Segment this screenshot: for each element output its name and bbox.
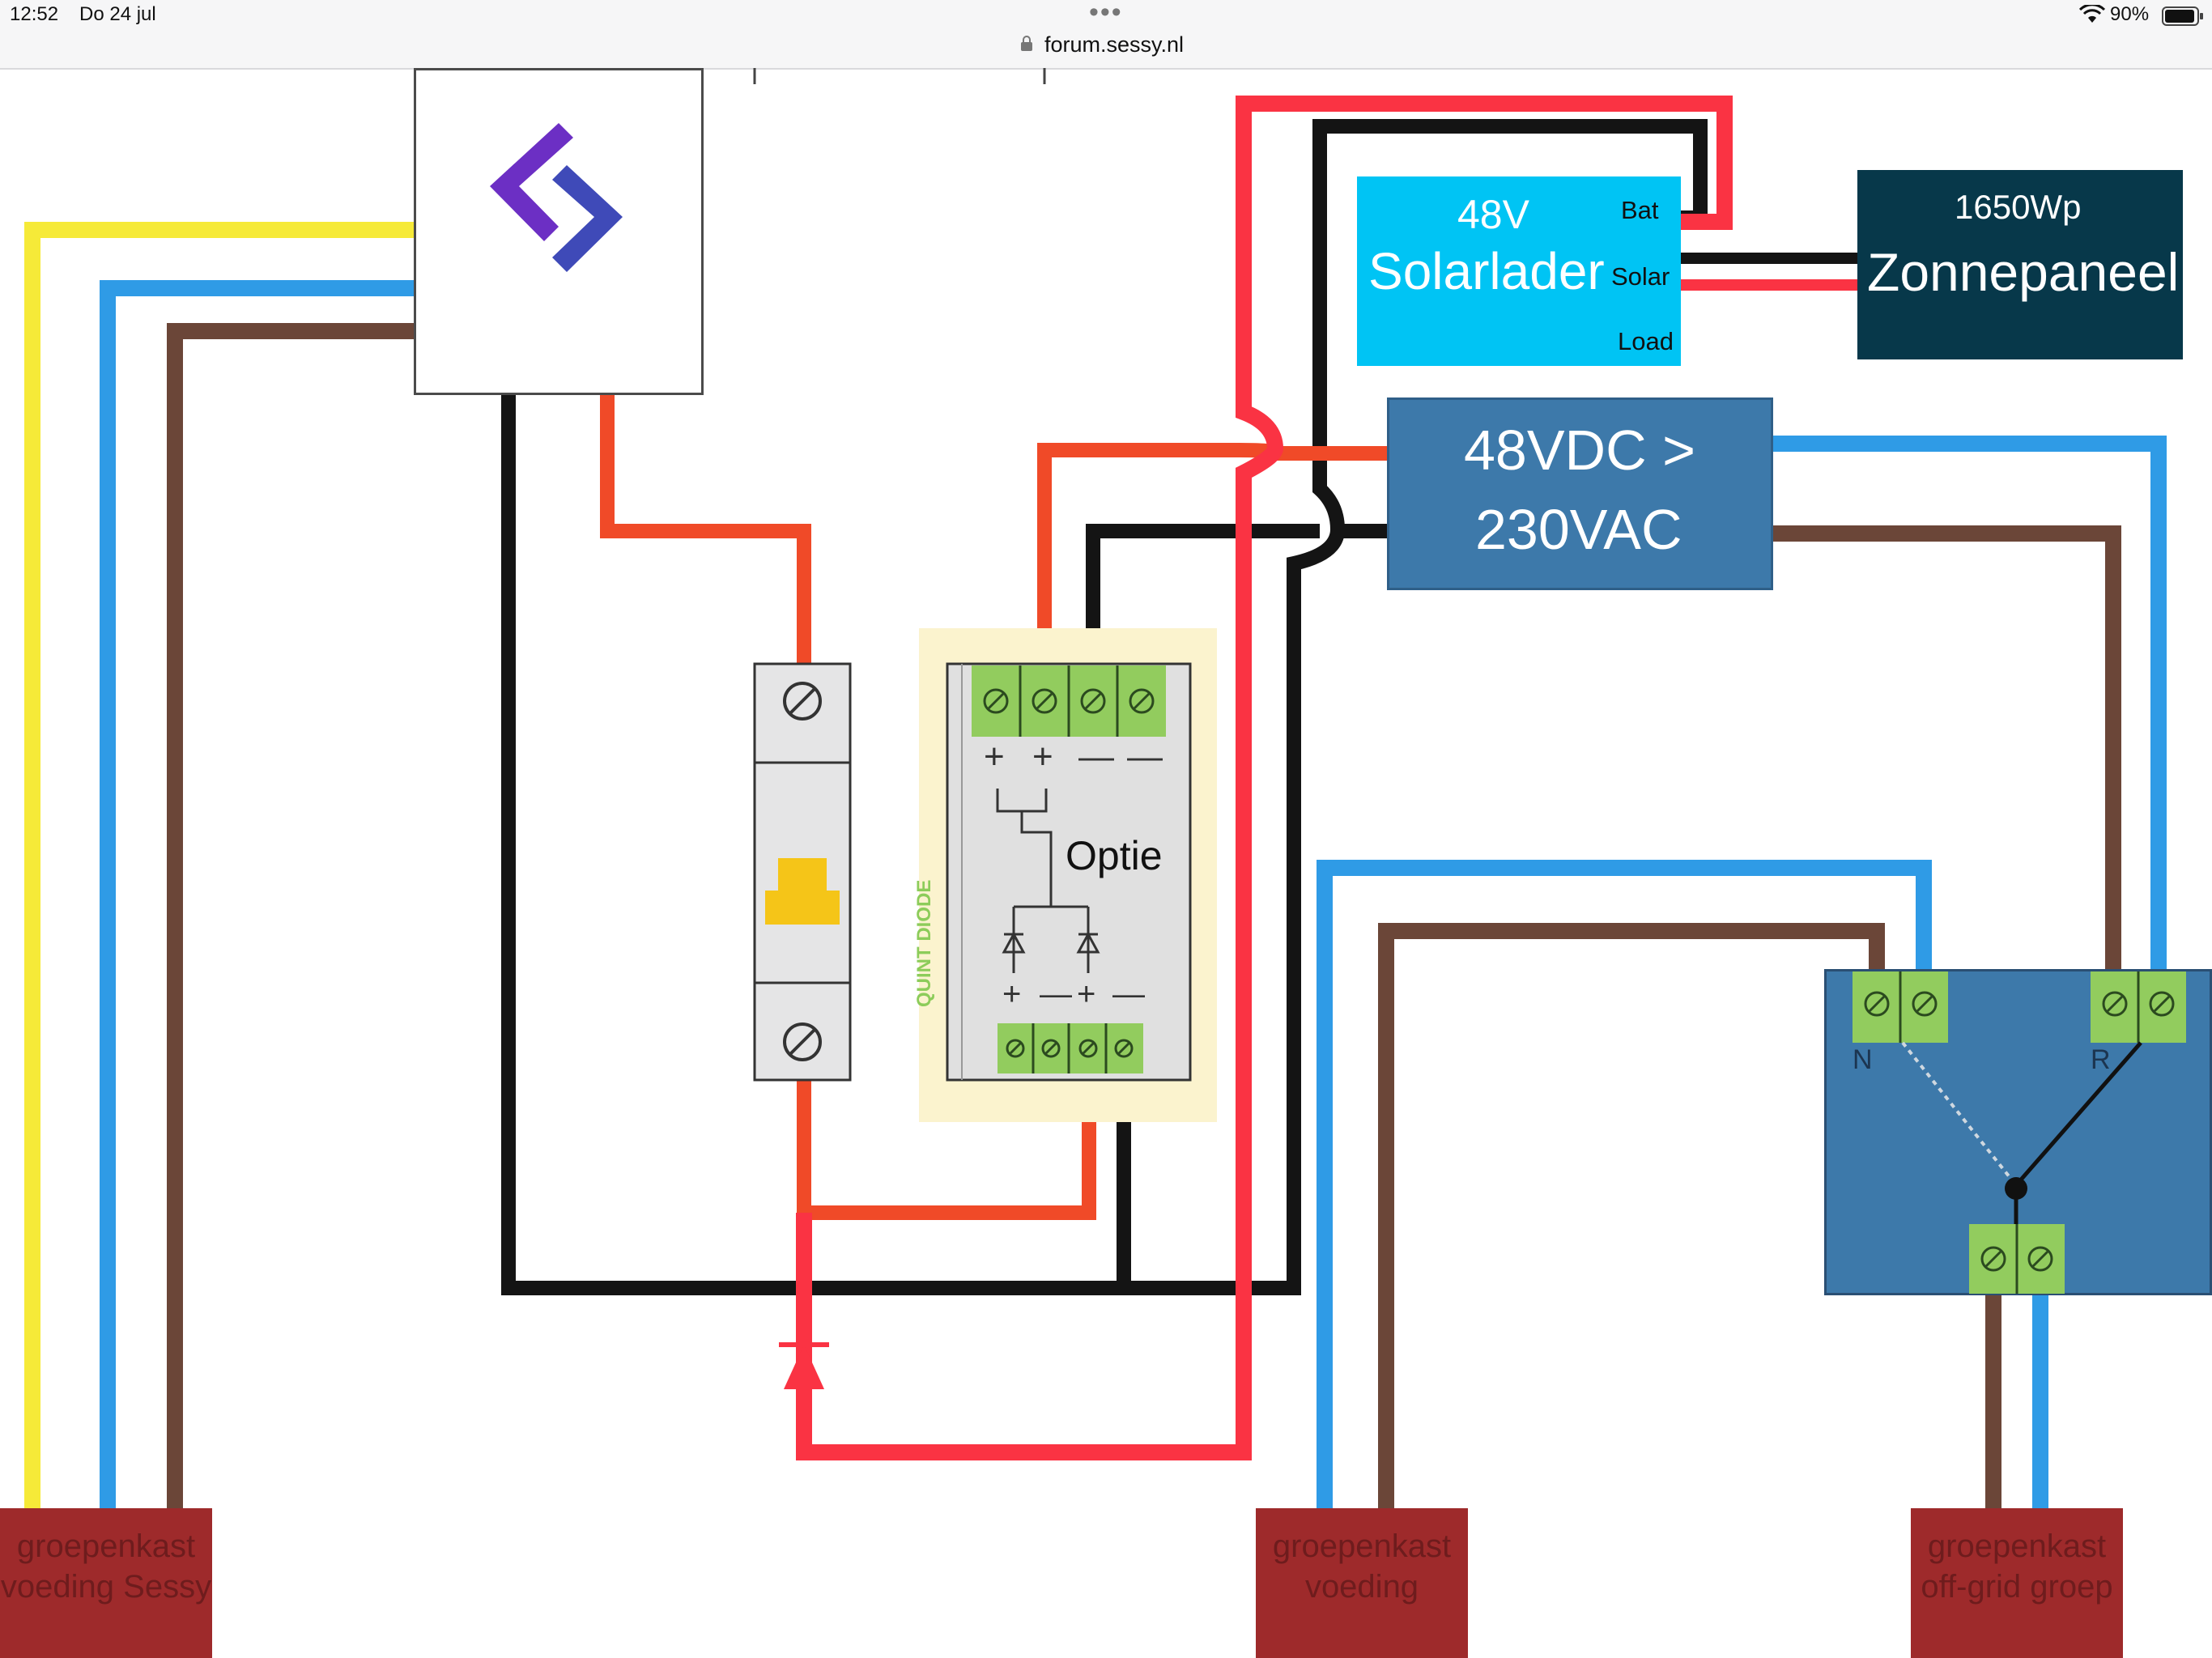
status-time: 12:52 — [10, 3, 59, 25]
wires-layer — [24, 68, 2186, 1508]
status-date: Do 24 jul — [79, 3, 156, 25]
diode-top-sign-4: — — [1127, 737, 1163, 776]
wire-orange-sessy — [600, 395, 811, 664]
diode-top-terminals — [972, 665, 1166, 737]
diode-top-sign-3: — — [1078, 737, 1114, 776]
red-diode-symbol — [784, 1345, 824, 1389]
solar-panel-box: 1650Wp Zonnepaneel — [1857, 170, 2183, 359]
more-dots-icon[interactable]: ••• — [1089, 0, 1123, 28]
status-bar: 12:52 Do 24 jul ••• forum.sessy.nl 90% — [0, 0, 2212, 70]
switch-label-n: N — [1853, 1044, 1873, 1075]
group-offgrid-line2: off-grid groep — [1921, 1569, 2113, 1605]
wire-brown-inverter — [1773, 525, 2121, 969]
group-offgrid-line1: groepenkast — [1927, 1528, 2107, 1564]
group-sessy-line1: groepenkast — [16, 1528, 196, 1564]
circuit-breaker — [753, 662, 852, 1082]
diode-brand-label: QUINT DIODE — [913, 879, 935, 1007]
battery-icon — [2162, 6, 2203, 26]
wire-blue-grid — [1317, 860, 1932, 1508]
solar-charger-name: Solarlader — [1368, 242, 1605, 300]
diode-option-label: Optie — [1066, 833, 1163, 878]
group-box-offgrid: groepenkast off-grid groep — [1911, 1508, 2123, 1658]
battery-percent: 90% — [2110, 3, 2150, 25]
diode-bottom-sign-3: + — [1077, 976, 1096, 1012]
switch-label-r: R — [2091, 1044, 2111, 1075]
diode-bottom-terminals — [998, 1023, 1143, 1073]
wifi-icon — [2079, 5, 2105, 23]
group-sessy-line2: voeding Sessy — [0, 1569, 212, 1605]
group-feed-line1: groepenkast — [1272, 1528, 1452, 1564]
solar-panel-name: Zonnepaneel — [1867, 242, 2180, 302]
wire-red-main — [796, 96, 1733, 1460]
inverter-input-label: 48VDC > — [1464, 419, 1695, 482]
wire-orange-breaker-diode — [797, 1080, 1096, 1220]
diode-bottom-sign-1: + — [1002, 976, 1022, 1012]
wire-blue-inverter — [1773, 436, 2167, 969]
inverter-box: 48VDC > 230VAC — [1387, 397, 1773, 590]
inverter-output-label: 230VAC — [1475, 498, 1682, 561]
wire-brown-sessy — [167, 323, 414, 1508]
switch-terminals — [1853, 971, 2186, 1294]
diode-top-sign-1: + — [984, 737, 1005, 776]
solar-panel-power: 1650Wp — [1955, 188, 2082, 226]
diode-module — [919, 628, 1217, 1122]
wire-brown-grid — [1378, 923, 1885, 1508]
diode-bottom-sign-2: — — [1040, 976, 1072, 1012]
diode-top-sign-2: + — [1032, 737, 1053, 776]
group-box-feed: groepenkast voeding — [1256, 1508, 1468, 1658]
solar-charger-box: 48V Solarlader Bat Solar Load — [1357, 176, 1681, 366]
group-feed-line2: voeding — [1304, 1569, 1419, 1605]
wiring-diagram: 48V Solarlader Bat Solar Load 1650Wp Zon… — [0, 68, 2212, 1658]
wire-blue-sessy — [100, 280, 414, 1508]
group-box-sessy: groepenkast voeding Sessy — [0, 1508, 212, 1658]
sessy-logo — [490, 123, 623, 272]
lock-icon — [1021, 36, 1032, 51]
diode-bottom-sign-4: — — [1112, 976, 1145, 1012]
terminal-load-label: Load — [1618, 327, 1674, 355]
terminal-bat-label: Bat — [1621, 196, 1659, 224]
sessy-battery-box — [414, 68, 704, 395]
solar-charger-voltage: 48V — [1457, 192, 1529, 237]
address-bar-url[interactable]: forum.sessy.nl — [1044, 32, 1185, 57]
wire-yellow-sessy — [24, 222, 414, 1508]
terminal-solar-label: Solar — [1611, 262, 1670, 291]
